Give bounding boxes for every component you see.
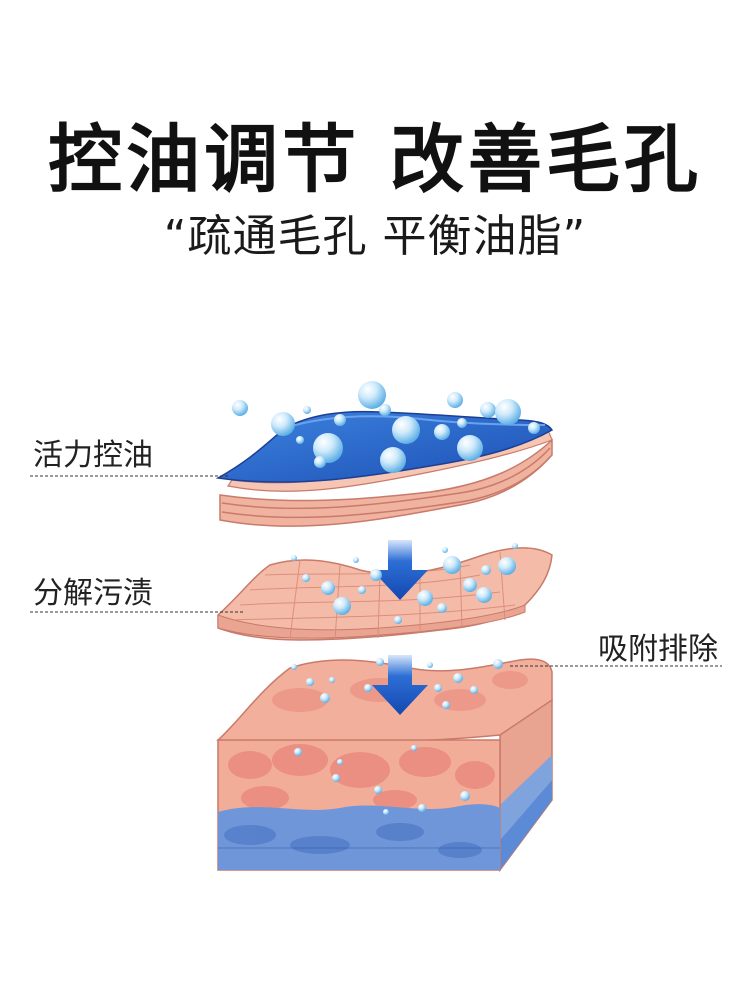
down-arrow-icon (372, 540, 428, 600)
label-top-layer: 活力控油 (33, 438, 153, 473)
page-subtitle: “疏通毛孔 平衡油脂” (163, 211, 587, 262)
page-title: 控油调节 改善毛孔 (48, 117, 702, 203)
bubble-group-middle (291, 543, 518, 624)
bubble-group-bottom (291, 658, 503, 815)
bubble-group-top (232, 381, 540, 473)
down-arrow-icon (372, 655, 428, 715)
bottom-layer (216, 658, 553, 873)
label-bottom-layer: 吸附排除 (598, 632, 718, 667)
middle-layer (217, 547, 553, 641)
label-middle-layer: 分解污渍 (33, 576, 153, 611)
